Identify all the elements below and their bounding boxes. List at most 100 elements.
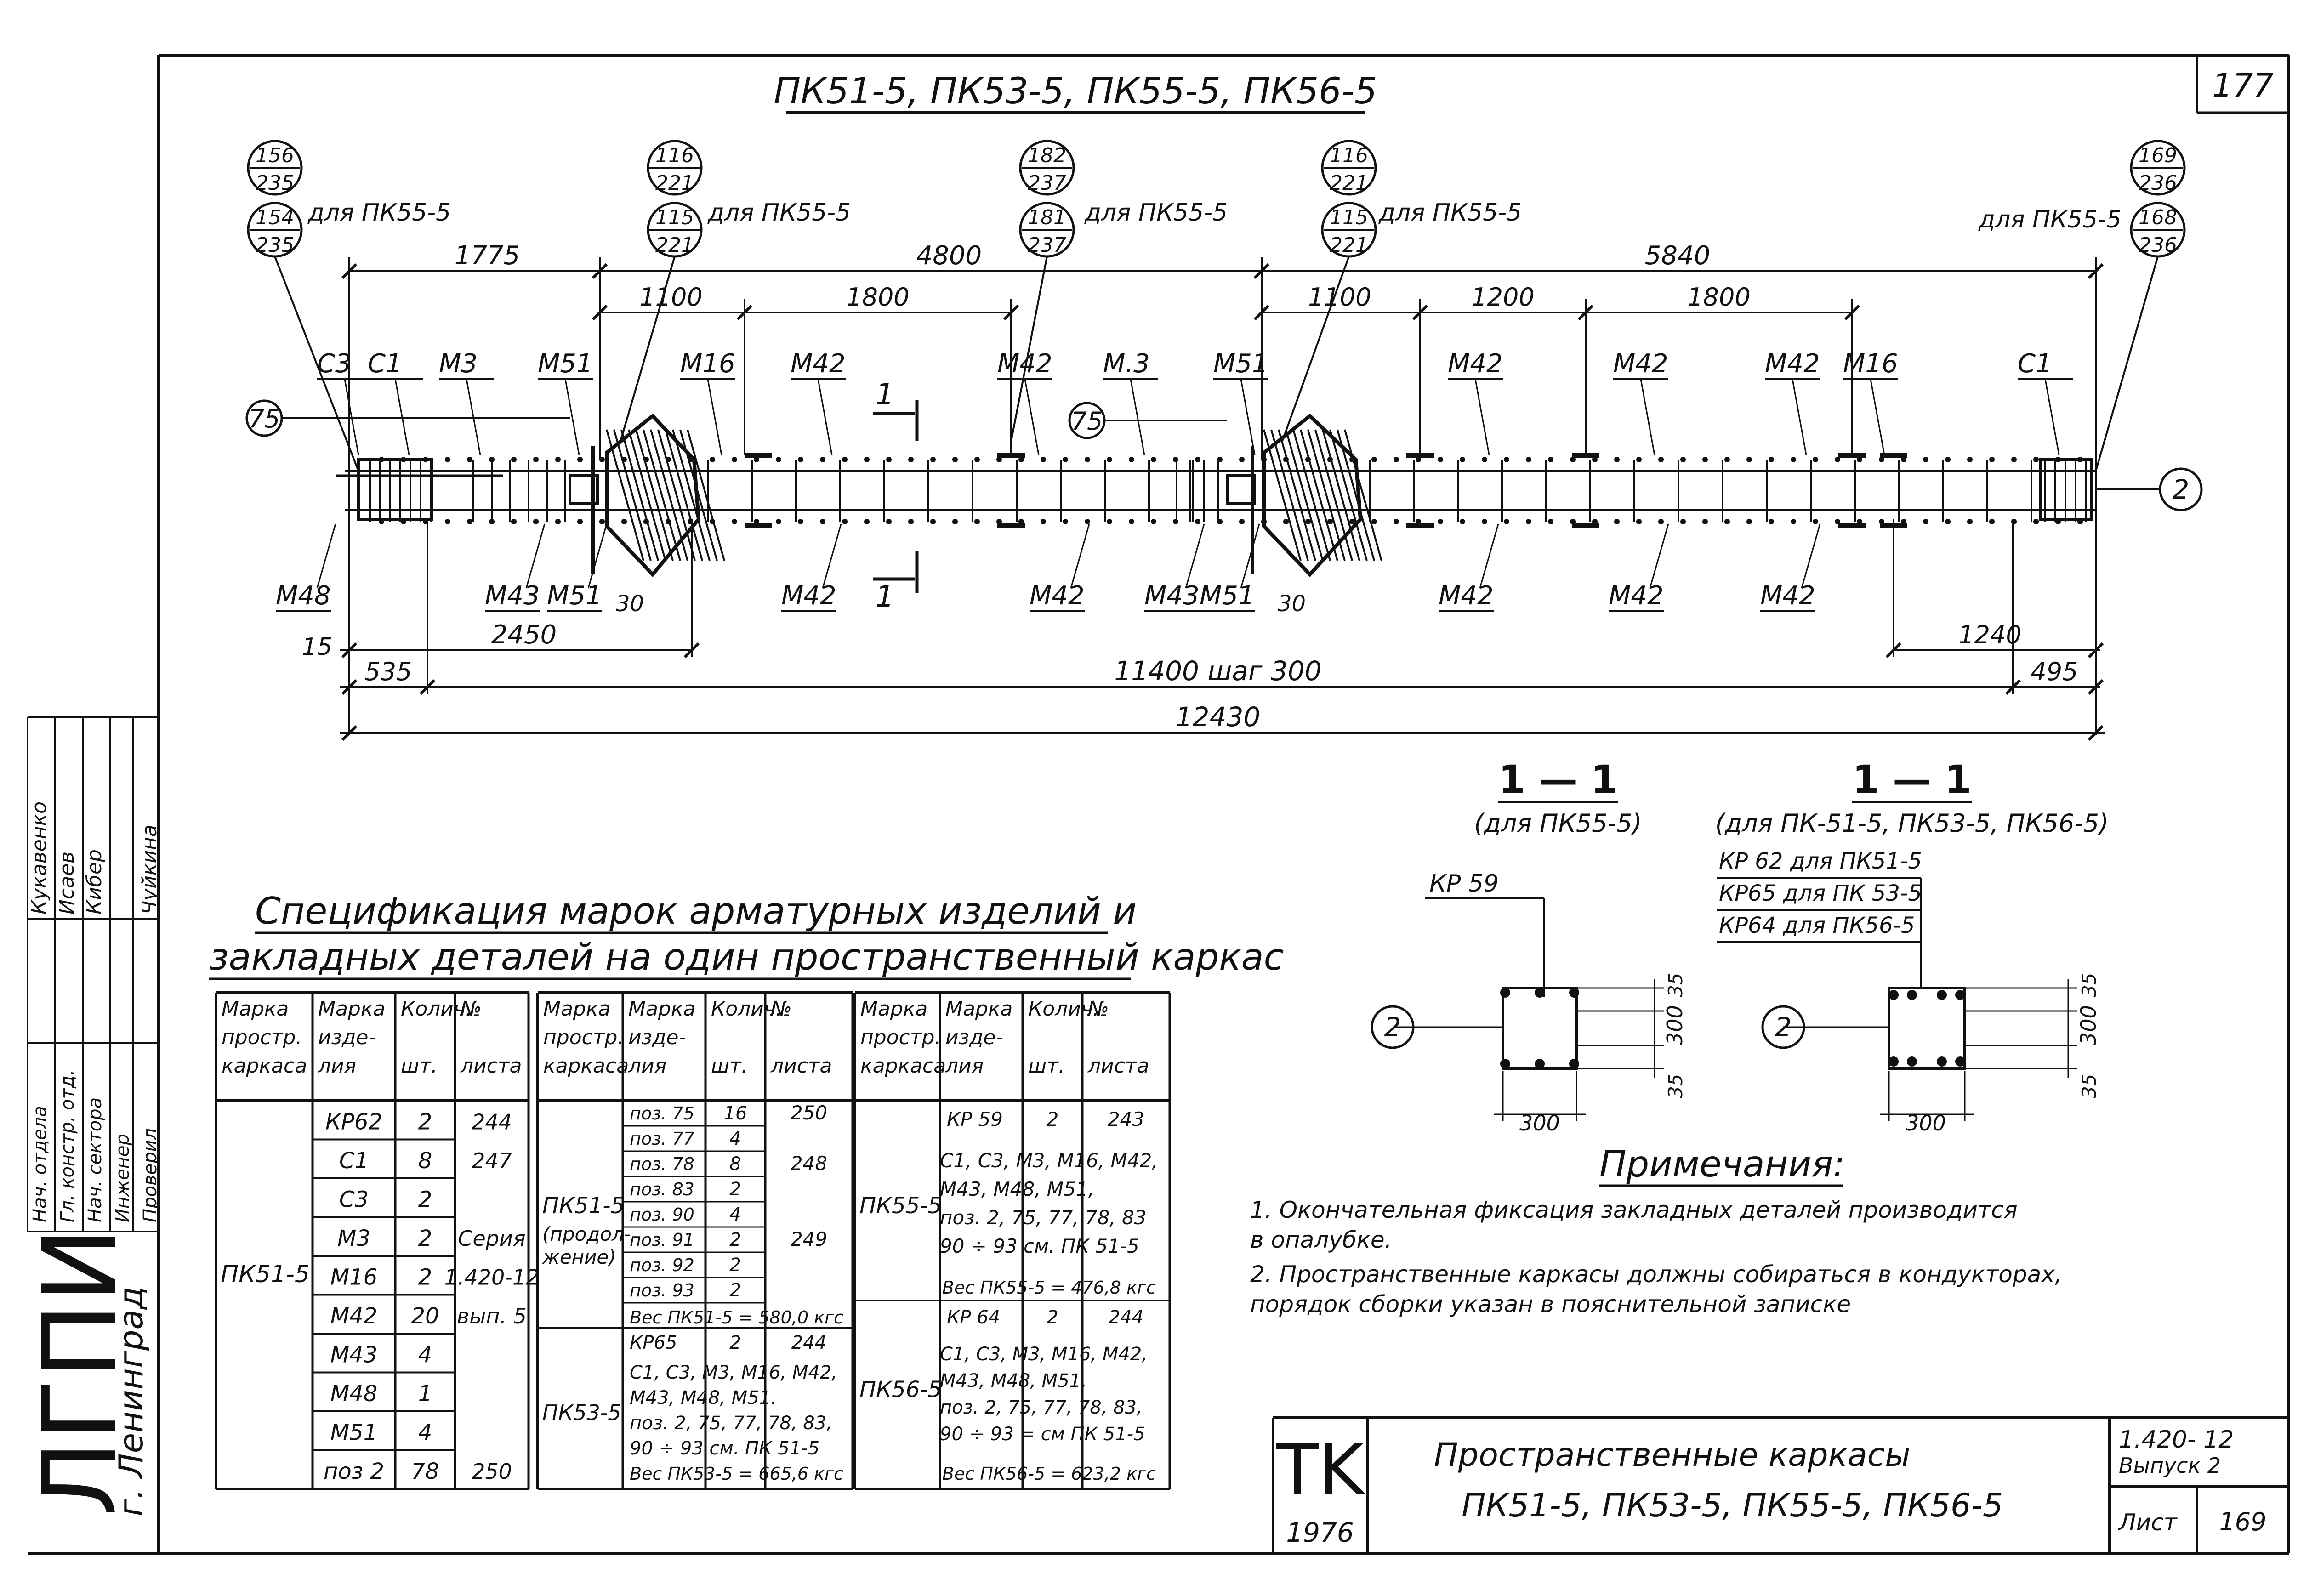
dim-1200: 1200 — [1471, 283, 1534, 312]
bubble-top: 116 — [655, 144, 694, 167]
spec-t2-text2: С1, С3, М3, М16, М42, — [630, 1362, 837, 1383]
frame-elevation — [336, 413, 2160, 578]
bar-dot — [1746, 457, 1752, 462]
bar-dot — [1349, 519, 1355, 524]
bar-dot — [1217, 457, 1223, 462]
dim-1800: 1800 — [846, 283, 909, 312]
mark-top-1: С1 — [368, 349, 402, 379]
plate-m42 — [997, 453, 1025, 458]
for-pk55-label: для ПК55-5 — [1084, 199, 1228, 227]
series-number: 1.420- 12 — [2119, 1426, 2234, 1454]
hatch-line — [1285, 429, 1324, 561]
bar-dot — [1769, 457, 1774, 462]
dim-5840: 5840 — [1645, 241, 1711, 271]
plate-m42 — [1572, 453, 1599, 458]
spec-t3-qty1: 2 — [1047, 1108, 1059, 1130]
signature-name: Кибер — [83, 849, 106, 914]
spec-t1-mark: М43 — [330, 1342, 378, 1368]
spec-t2-qty: 2 — [729, 1280, 741, 1301]
bar-dot — [1063, 519, 1068, 524]
plate-m42 — [745, 453, 772, 458]
spec-header-cell: № — [1086, 997, 1109, 1021]
bar-dot — [864, 457, 870, 462]
leader-line — [620, 256, 676, 442]
for-pk55-label: для ПК55-5 — [1978, 206, 2122, 233]
bar-dot — [511, 519, 517, 524]
bar-dot — [2011, 457, 2017, 462]
mark-bottom-5: М43 — [1144, 581, 1200, 611]
spec-t2-text2: поз. 2, 75, 77, 78, 83, — [630, 1413, 832, 1434]
bar-dot — [1305, 519, 1311, 524]
bar-dot — [1548, 519, 1553, 524]
spec-header-cell: каркаса — [543, 1054, 629, 1078]
section-bar — [1888, 1056, 1899, 1067]
bar-dot — [1041, 519, 1046, 524]
spec-header-cell: № — [769, 997, 792, 1021]
spec-t3-text2: 90 ÷ 93 = см ПК 51-5 — [940, 1424, 1145, 1445]
section-right-label-2: КР65 для ПК 53-5 — [1719, 880, 1922, 906]
dim-1775: 1775 — [455, 241, 520, 271]
bar-dot — [1394, 519, 1399, 524]
org-logo: ЛГПИ — [21, 1227, 139, 1516]
spec-t1-sheet: 247 — [472, 1148, 512, 1173]
hatch-line — [635, 429, 674, 561]
spec-t2-pos: поз. 83 — [630, 1179, 694, 1199]
spec-header-cell: Марка — [628, 997, 695, 1021]
spec-t2-qty: 2 — [729, 1229, 741, 1250]
spec-t3-text2: М43, М48, М51, — [940, 1370, 1087, 1392]
signature-role: Нач. отдела — [29, 1106, 51, 1222]
spec-t1-qty: 20 — [411, 1303, 439, 1329]
org-city: г. Ленинград — [112, 1287, 150, 1516]
bar-dot — [599, 519, 605, 524]
bar-dot — [1195, 457, 1200, 462]
bar-dot — [732, 457, 737, 462]
hatch-line — [1329, 429, 1368, 561]
section-bar — [1500, 988, 1510, 998]
section-left-dim-35a: 35 — [1664, 973, 1687, 997]
spec-header-cell: Марка — [543, 997, 610, 1021]
spec-header-cell: Марка — [860, 997, 927, 1021]
bar-dot — [1548, 457, 1553, 462]
spec-t1-qty: 8 — [418, 1148, 432, 1174]
section-bar — [1500, 1059, 1510, 1069]
bar-dot — [974, 457, 980, 462]
bubble-bottom: 221 — [655, 233, 694, 257]
bubble-bottom: 236 — [2139, 233, 2177, 257]
spec-t2-pos: поз. 92 — [630, 1255, 694, 1275]
title-year: 1976 — [1286, 1517, 1354, 1548]
section-bar — [1907, 1056, 1917, 1067]
drawing-title: ПК51-5, ПК53-5, ПК55-5, ПК56-5 — [774, 71, 1377, 112]
mark-top-13: С1 — [2018, 349, 2052, 379]
section-bar — [1907, 990, 1917, 1000]
spec-t3-total1: Вес ПК55-5 = 476,8 кгс — [942, 1278, 1156, 1298]
bar-dot — [930, 457, 936, 462]
bar-dot — [1482, 457, 1487, 462]
hatch-line — [1314, 429, 1353, 561]
signature-role: Инженер — [112, 1134, 133, 1222]
bar-dot — [1813, 519, 1818, 524]
bar-dot — [1371, 457, 1377, 462]
section-bar — [1569, 1059, 1579, 1069]
bar-dot — [1107, 519, 1112, 524]
hatch-line — [1300, 429, 1338, 561]
spec-header-cell: каркаса — [860, 1054, 946, 1078]
for-pk55-label: для ПК55-5 — [1378, 199, 1522, 227]
spec-t3-text1: С1, С3, М3, М16, М42, — [940, 1149, 1158, 1172]
bar-dot — [1658, 457, 1664, 462]
note-line-4: порядок сборки указан в пояснительной за… — [1250, 1291, 1851, 1318]
bar-dot — [732, 519, 737, 524]
bar-dot — [1151, 519, 1156, 524]
mark-top-8: М51 — [1213, 349, 1268, 379]
section-left-dim-h: 300 — [1662, 1005, 1687, 1045]
spec-t2-qty: 2 — [729, 1255, 741, 1276]
bar-dot — [1989, 519, 1995, 524]
spec-header-cell: шт. — [1028, 1054, 1065, 1078]
spec-header-cell: листа — [460, 1054, 522, 1078]
spec-t3-sheet2: 244 — [1109, 1307, 1143, 1328]
section-right-shape — [1888, 987, 1966, 1070]
bar-dot — [930, 519, 936, 524]
section-left-axis-label: 2 — [1384, 1011, 1401, 1043]
